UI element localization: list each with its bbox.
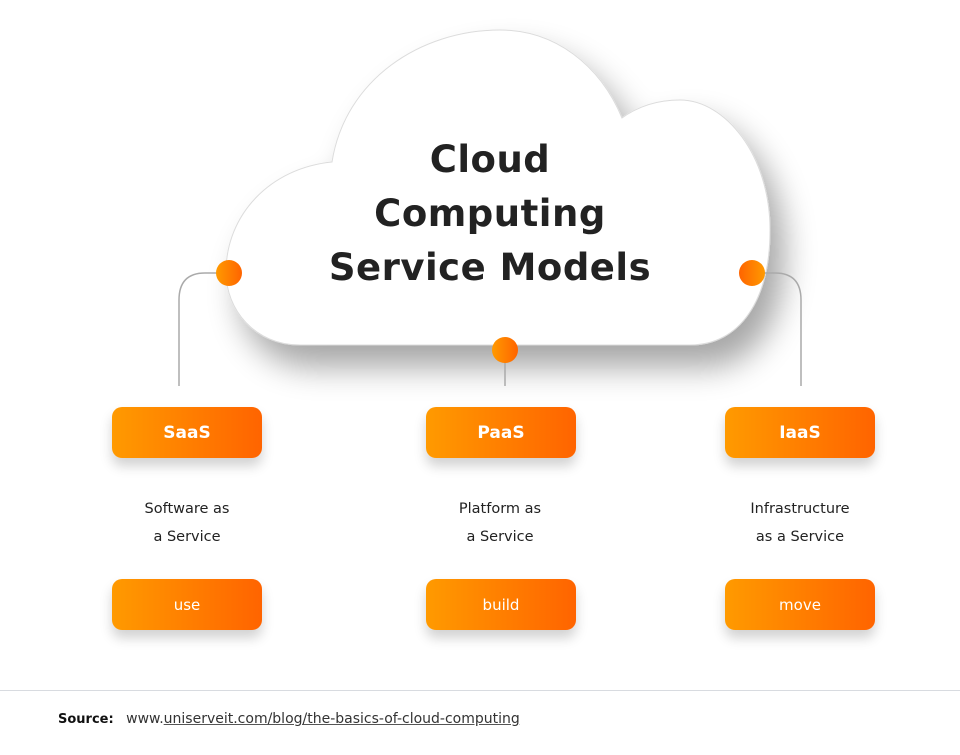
source-url[interactable]: www.uniserveit.com/blog/the-basics-of-cl… [126, 711, 520, 727]
source-citation: Source: www.uniserveit.com/blog/the-basi… [58, 711, 520, 727]
paas-description-line-2: a Service [466, 529, 534, 545]
connector-dot-paas [492, 337, 518, 363]
source-label: Source: [58, 712, 114, 727]
saas-description-line-2: a Service [153, 529, 221, 545]
saas-action-badge: use [112, 579, 262, 630]
cloud-diagram [178, 29, 802, 386]
cloud-shape [225, 29, 771, 346]
iaas-action-badge: move [725, 579, 875, 630]
footer-divider [0, 690, 960, 691]
iaas-description: Infrastructure as a Service [700, 495, 900, 551]
connector-dot-iaas [739, 260, 765, 286]
paas-description-line-1: Platform as [458, 501, 542, 517]
iaas-description-line-1: Infrastructure [750, 501, 850, 517]
paas-description: Platform as a Service [400, 495, 600, 551]
diagram-title-line-3: Service Models [328, 246, 652, 289]
saas-badge: SaaS [112, 407, 262, 458]
saas-description: Software as a Service [87, 495, 287, 551]
paas-badge: PaaS [426, 407, 576, 458]
saas-description-line-1: Software as [144, 501, 230, 517]
connector-iaas [752, 272, 802, 386]
iaas-description-line-2: as a Service [755, 529, 845, 545]
connector-saas [178, 272, 229, 386]
source-url-link[interactable]: uniserveit.com/blog/the-basics-of-cloud-… [163, 711, 520, 727]
diagram-title-line-2: Computing [374, 192, 606, 235]
connector-dot-saas [216, 260, 242, 286]
source-url-prefix[interactable]: www. [126, 711, 164, 727]
diagram-title-line-1: Cloud [429, 138, 551, 181]
iaas-badge: IaaS [725, 407, 875, 458]
paas-action-badge: build [426, 579, 576, 630]
